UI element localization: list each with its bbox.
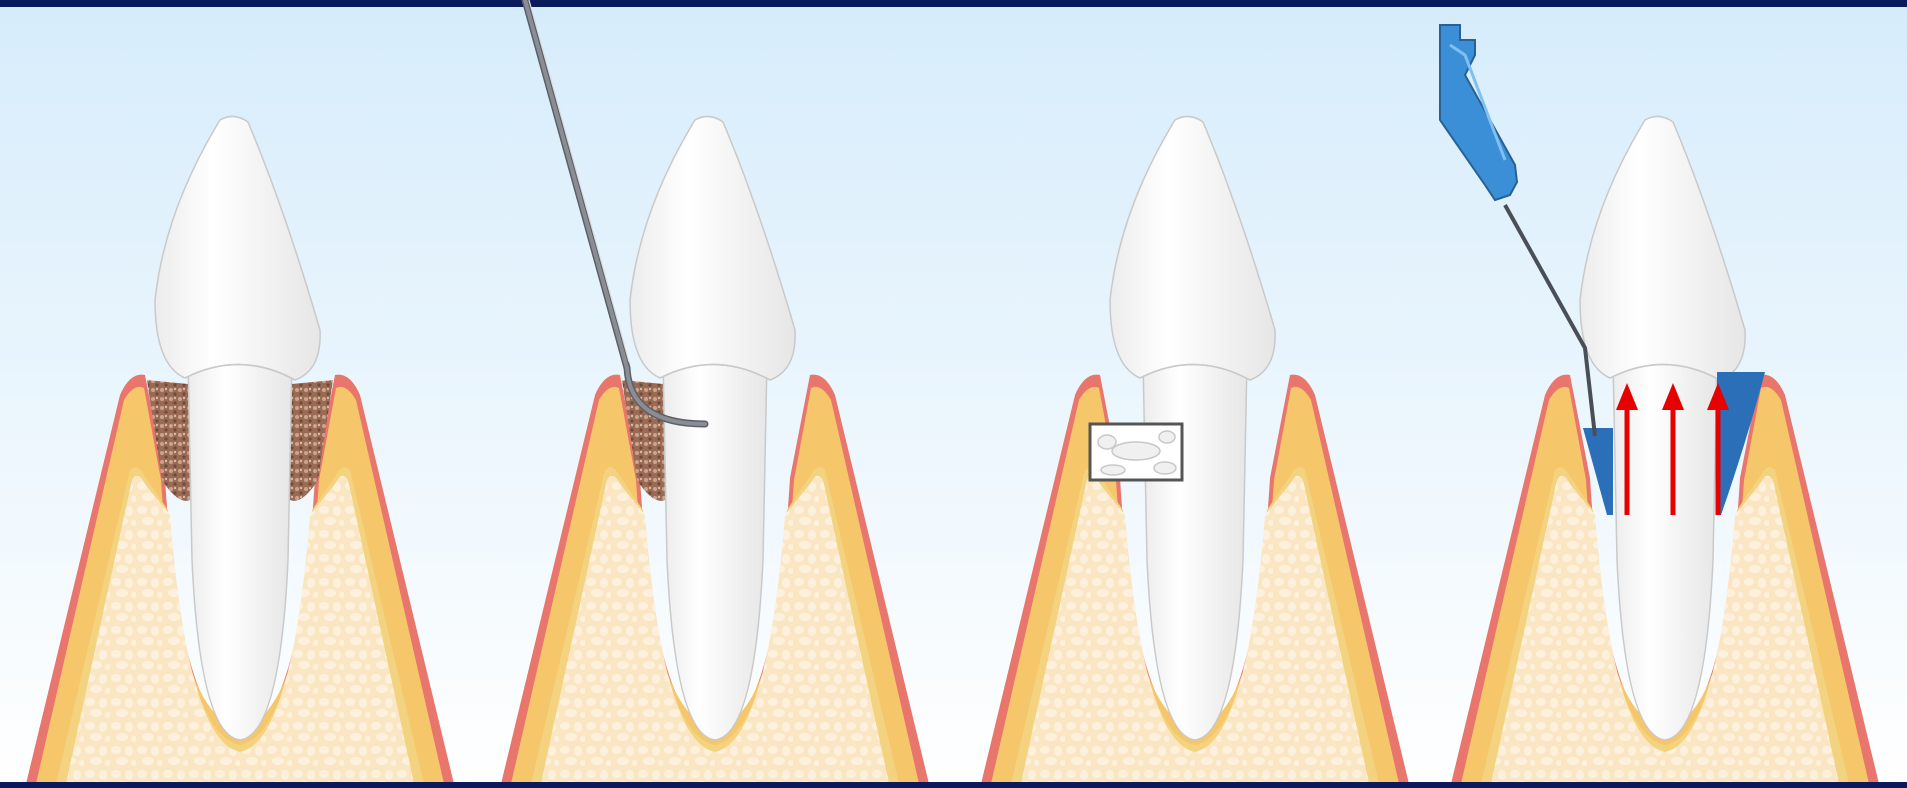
top-frame-bar (0, 0, 1907, 7)
graft-material-icon (1090, 424, 1182, 480)
bottom-frame-bar (0, 782, 1907, 788)
